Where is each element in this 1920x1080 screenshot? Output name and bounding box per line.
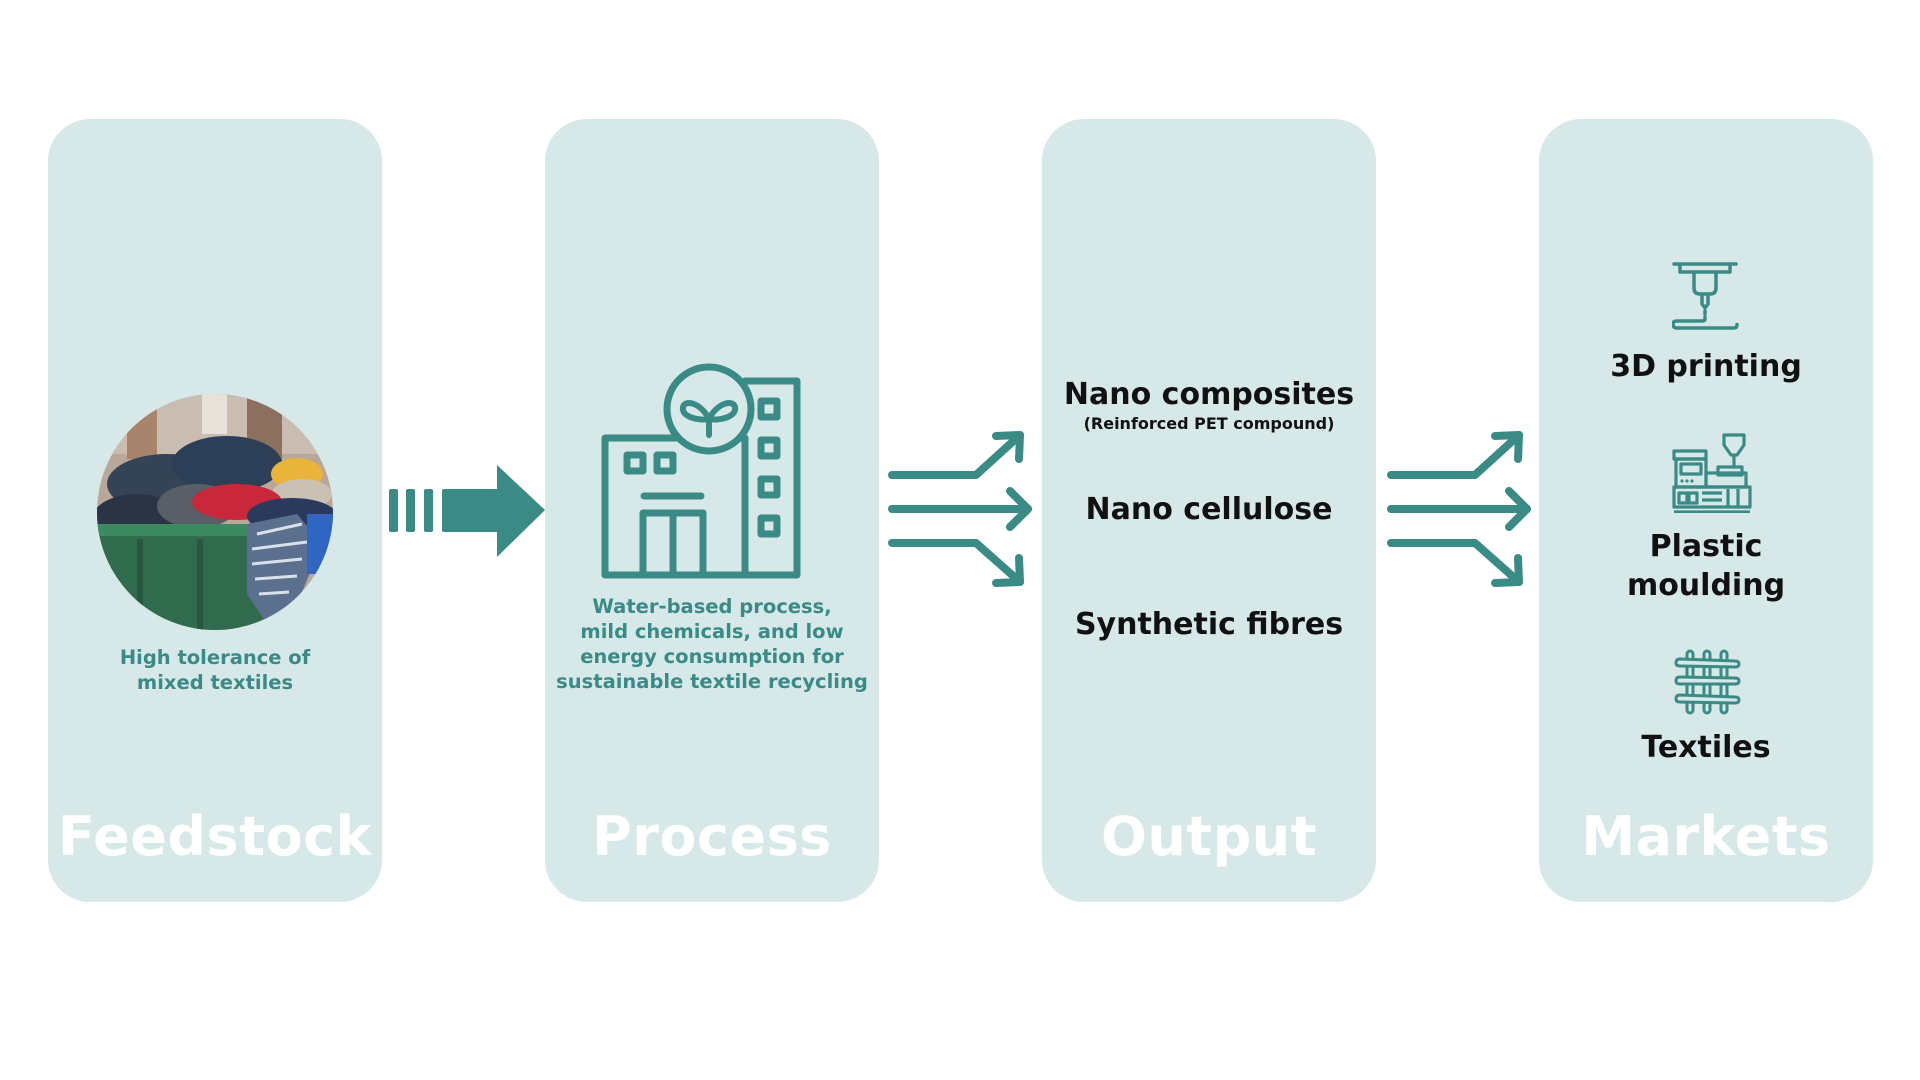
market-textiles: Textiles [1539, 728, 1873, 767]
stage-title-process: Process [592, 805, 832, 868]
stage-title-feedstock: Feedstock [57, 805, 373, 868]
market-label-line: moulding [1626, 568, 1786, 603]
caption-line: mild chemicals, and low [580, 620, 844, 643]
caption-line: energy consumption for [580, 645, 844, 668]
output-nano-cellulose: Nano cellulose [1085, 492, 1333, 527]
injection-moulding-machine-icon [1672, 433, 1752, 513]
branching-arrows-icon [1387, 431, 1531, 587]
caption-line: Water-based process, [592, 595, 832, 618]
mixed-textiles-photo [97, 394, 333, 630]
process-panel: Water-based process, mild chemicals, and… [545, 119, 879, 902]
stage-title-output: Output [1100, 805, 1318, 868]
feedstock-caption: High tolerance of mixed textiles [48, 645, 382, 695]
output-nano-composites-subtitle: (Reinforced PET compound) [1083, 414, 1335, 433]
market-label-line: Textiles [1641, 730, 1771, 765]
woven-fabric-icon [1674, 649, 1741, 715]
caption-line: High tolerance of [119, 646, 311, 669]
dashed-arrow-right-icon [389, 465, 545, 557]
branching-arrows-icon [888, 431, 1032, 587]
market-3d-printing: 3D printing [1539, 347, 1873, 386]
output-nano-composites: Nano composites [1063, 377, 1355, 412]
market-label-line: 3D printing [1610, 349, 1802, 384]
market-label-line: Plastic [1649, 529, 1763, 564]
caption-line: mixed textiles [136, 671, 294, 694]
stage-title-markets: Markets [1581, 805, 1831, 868]
caption-line: sustainable textile recycling [556, 670, 868, 693]
market-plastic-moulding: Plastic moulding [1539, 527, 1873, 605]
eco-building-icon [601, 363, 801, 579]
3d-printer-icon [1672, 262, 1739, 330]
output-synthetic-fibres: Synthetic fibres [1074, 607, 1344, 642]
markets-panel: 3D printing Plastic moulding [1539, 119, 1873, 902]
output-panel: Nano composites (Reinforced PET compound… [1042, 119, 1376, 902]
process-caption: Water-based process, mild chemicals, and… [545, 594, 879, 694]
